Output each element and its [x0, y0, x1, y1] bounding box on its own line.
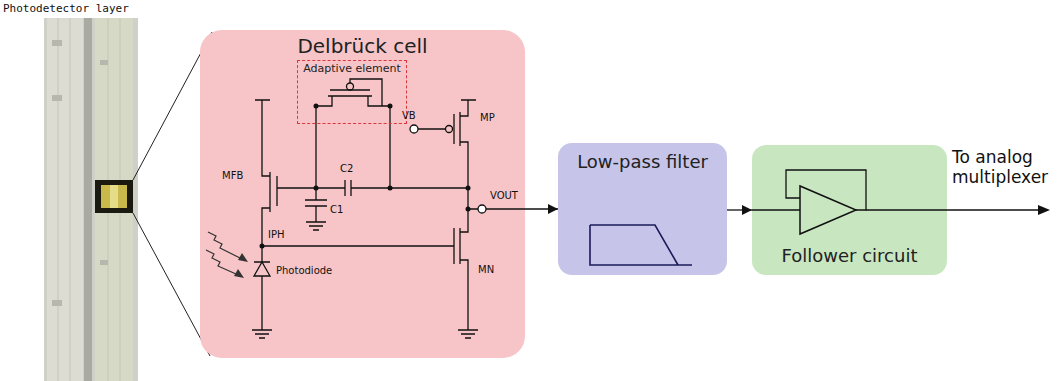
junction-dot: [388, 104, 393, 109]
junction-dot: [388, 186, 393, 191]
gate-bubble: [347, 83, 354, 90]
bias-voltage-label: VB: [402, 110, 416, 122]
strip-texture: [58, 18, 120, 381]
current-label: IPH: [268, 229, 285, 241]
adaptive-element-box: Adaptive element: [297, 60, 407, 124]
filter-response-curve: [590, 225, 692, 265]
photodiode-symbol: [254, 262, 270, 330]
circuit-wire: [389, 106, 390, 188]
nmos-transistor-symbol: [262, 228, 468, 330]
junction-dot: [260, 244, 265, 249]
transistor-label: MFB: [222, 170, 243, 182]
sensor-strip: [95, 18, 133, 381]
opamp-triangle: [800, 186, 856, 234]
layer-caption: Photodetector layer: [3, 3, 129, 16]
feedback-transistor-symbol: [262, 100, 316, 262]
terminal-circle: [410, 125, 418, 133]
capacitor-label: C2: [340, 163, 353, 175]
output-signal-label: VOUT: [490, 190, 518, 202]
junction-dot: [466, 207, 471, 212]
highlighted-pixel: [95, 180, 133, 213]
delbruck-cell-panel: Adaptive element Delbrück cell: [200, 30, 525, 358]
sensor-strip: [47, 18, 83, 381]
light-ray-head: [234, 269, 244, 278]
light-ray: [206, 250, 236, 274]
sensor-strip-ground: [44, 18, 138, 381]
junction-dot: [314, 104, 319, 109]
light-ray: [208, 232, 240, 258]
feedback-wire: [752, 170, 866, 210]
node-title: Delbrück cell: [297, 34, 427, 58]
transistor-label: MN: [478, 264, 494, 276]
low-pass-filter-box: Low-pass filter: [558, 143, 727, 275]
junction-dot: [314, 186, 319, 191]
gate-bubble: [446, 126, 453, 133]
light-ray-head: [238, 253, 248, 262]
supply-rail: [255, 99, 476, 100]
adaptive-transistor-symbol: [316, 79, 390, 106]
follower-circuit-box: Follower circuit: [752, 145, 947, 275]
signal-arrow: [525, 208, 558, 209]
highlighted-pixel: [110, 185, 118, 208]
output-destination-label: To analog multiplexer: [952, 148, 1056, 187]
node-title: Low-pass filter: [577, 151, 708, 173]
strip-divider: [84, 18, 92, 381]
node-title: Follower circuit: [782, 245, 918, 267]
signal-arrow: [727, 209, 752, 210]
node-title: Adaptive element: [303, 62, 401, 75]
ground-symbol: [252, 222, 478, 338]
terminal-circle: [478, 205, 486, 213]
output-arrow: [866, 209, 1040, 210]
capacitor-symbol: [316, 180, 468, 196]
pmos-transistor-symbol: [418, 100, 468, 232]
component-label: Photodiode: [276, 265, 332, 277]
strip-texture: [52, 40, 108, 306]
output-arrow-head: [1038, 205, 1050, 215]
junction-dot: [466, 186, 471, 191]
highlighted-pixel: [101, 185, 127, 208]
output-wire: [468, 208, 525, 209]
capacitor-label: C1: [330, 204, 343, 216]
transistor-label: MP: [480, 112, 495, 124]
